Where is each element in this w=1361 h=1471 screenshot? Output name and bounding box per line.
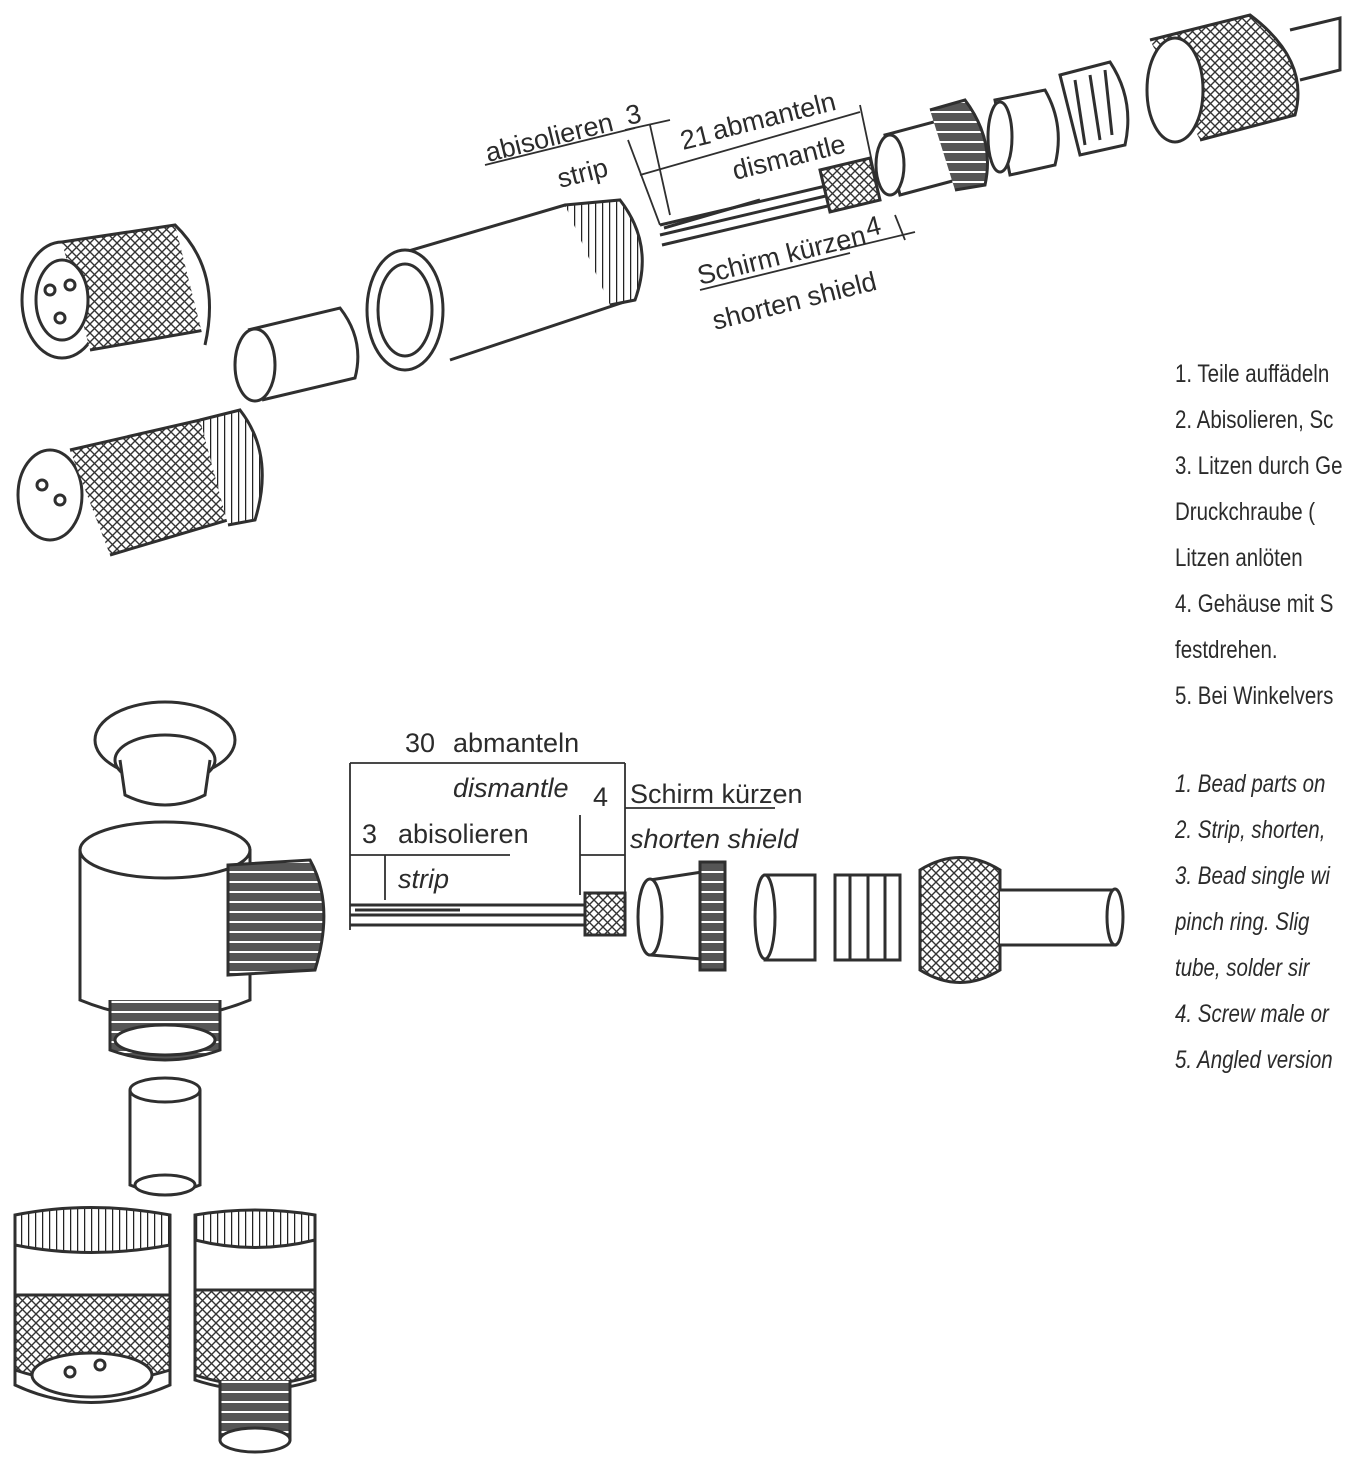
- bottom-dimension-lines: [349, 762, 775, 930]
- top-cable-shield: [818, 156, 882, 214]
- top-seal-ring: [986, 88, 1060, 177]
- top-dimension-lines: [484, 104, 916, 291]
- top-strip-label-en: strip: [554, 152, 611, 193]
- top-shield-value: 4: [862, 210, 884, 243]
- instruction-en-4: 4. Screw male or: [1175, 1000, 1329, 1028]
- bottom-strip-label-de: abisolieren: [398, 819, 529, 849]
- instruction-en-2: 2. Strip, shorten,: [1175, 816, 1326, 844]
- instruction-de-4: 4. Gehäuse mit S: [1175, 590, 1334, 618]
- bottom-pinch-ring: [833, 873, 902, 962]
- bottom-shield-label-de: Schirm kürzen: [630, 779, 803, 809]
- bottom-shield-label-en: shorten shield: [630, 824, 799, 854]
- instruction-de-2: 2. Abisolieren, Sc: [1175, 406, 1334, 434]
- bottom-strip-label-en: strip: [398, 864, 449, 894]
- instruction-en-5: 5. Angled version: [1175, 1046, 1333, 1074]
- instruction-de-3c: Litzen anlöten: [1175, 544, 1303, 572]
- bottom-male-coupling-nut: [193, 1208, 317, 1454]
- instruction-de-5: 5. Bei Winkelvers: [1175, 682, 1334, 710]
- bottom-female-coupling-nut: [13, 1206, 172, 1404]
- top-housing-body: [365, 198, 644, 372]
- bottom-cable-nut: [918, 856, 1125, 984]
- bottom-insert-tube: [128, 1076, 202, 1197]
- bottom-cable-shield: [583, 891, 627, 937]
- bottom-pressure-screw: [636, 860, 727, 972]
- instruction-de-1: 1. Teile auffädeln: [1175, 360, 1330, 388]
- bottom-strip-value: 3: [362, 819, 377, 849]
- bottom-dismantle-label-de: abmanteln: [453, 728, 579, 758]
- top-pressure-screw: [874, 98, 989, 197]
- top-cable-wires: [659, 183, 833, 247]
- instruction-en-1: 1. Bead parts on: [1175, 770, 1326, 798]
- bottom-dismantle-label-en: dismantle: [453, 773, 569, 803]
- top-male-coupling-nut: [16, 408, 264, 557]
- top-insert-tube: [233, 306, 360, 403]
- bottom-cap-seal: [93, 700, 237, 807]
- instruction-de-4b: festdrehen.: [1175, 636, 1278, 664]
- bottom-angle-housing: [78, 820, 326, 1062]
- top-dismantle-value: 21: [677, 119, 713, 155]
- instruction-en-3: 3. Bead single wi: [1175, 862, 1330, 890]
- bottom-seal-ring: [753, 873, 817, 962]
- top-female-coupling-nut: [20, 223, 211, 360]
- top-strip-value: 3: [623, 98, 644, 130]
- instruction-en-3b: pinch ring. Slig: [1175, 908, 1310, 936]
- instruction-en-3c: tube, solder sir: [1175, 954, 1310, 982]
- bottom-shield-value: 4: [593, 782, 608, 812]
- bottom-dismantle-value: 30: [405, 728, 435, 758]
- top-cable-nut: [1145, 13, 1342, 144]
- bottom-cable-wires: [350, 903, 590, 927]
- instructions-english: 1. Bead parts on 2. Strip, shorten, 3. B…: [1175, 770, 1361, 1090]
- instructions-german: 1. Teile auffädeln 2. Abisolieren, Sc 3.…: [1175, 360, 1361, 720]
- instruction-de-3: 3. Litzen durch Ge: [1175, 452, 1343, 480]
- top-pinch-ring: [1058, 60, 1130, 157]
- instruction-de-3b: Druckchraube (: [1175, 498, 1316, 526]
